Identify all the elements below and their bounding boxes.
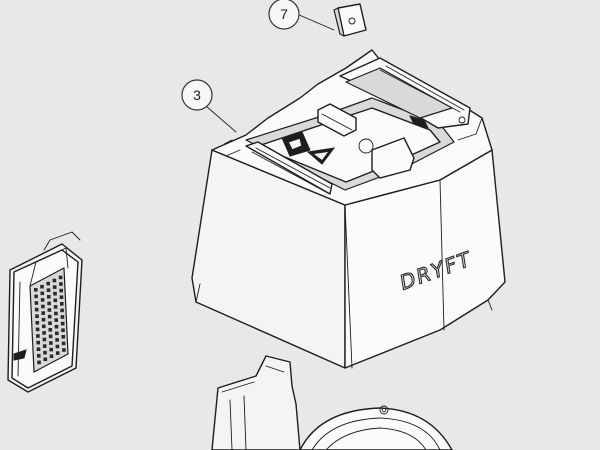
grille-hole (49, 347, 53, 352)
grille-hole (42, 331, 46, 335)
grille-hole (35, 314, 39, 318)
grille-hole (54, 324, 59, 329)
grille-hole (40, 291, 45, 296)
grille-hole (55, 351, 60, 355)
grille-hole (40, 284, 44, 289)
grille-hole (46, 281, 50, 286)
grille-hole (42, 337, 47, 342)
grille-hole (59, 295, 64, 299)
callout-7-label: 7 (280, 6, 288, 22)
grille-hole (35, 327, 40, 332)
grille-hole (36, 340, 40, 345)
filter-panel-part (7, 231, 83, 393)
grille-hole (48, 321, 52, 325)
grille-hole (34, 294, 38, 299)
part-7-clip (333, 3, 367, 37)
grille-hole (49, 354, 54, 358)
part-3-housing: DRYFT (191, 49, 506, 369)
grille-hole (62, 348, 66, 352)
grille-hole (55, 338, 59, 342)
grille-hole (37, 354, 41, 358)
grille-hole (34, 288, 38, 292)
grille-hole (35, 321, 40, 325)
grille-hole (42, 344, 47, 348)
callout-3: 3 (181, 79, 237, 133)
grille-hole (60, 321, 65, 326)
callout-7-circle (268, 0, 300, 30)
grille-hole (61, 335, 66, 339)
grille-hole (41, 317, 46, 322)
grille-hole (59, 288, 63, 293)
grille-hole (55, 331, 59, 336)
grille-hole (46, 288, 51, 292)
grille-hole (60, 302, 64, 306)
grille-hole (48, 334, 53, 339)
callout-7: 7 (268, 0, 335, 31)
grille-hole (34, 301, 39, 305)
grille-hole (42, 324, 46, 329)
grille-hole (43, 357, 48, 362)
grille-hole (60, 308, 64, 313)
grille-hole (54, 318, 58, 322)
grille-hole (47, 314, 52, 319)
grille-hole (53, 291, 57, 296)
grille-hole (49, 341, 53, 345)
grille-hole (61, 341, 66, 346)
grille-hole (34, 307, 39, 312)
grille-hole (55, 344, 60, 349)
grille-hole (40, 298, 45, 302)
grille-hole (41, 304, 45, 309)
grille-hole (47, 295, 51, 299)
grille-hole (37, 360, 41, 365)
grille-hole (53, 305, 58, 309)
fan-housing-part (211, 355, 453, 450)
grille-hole (43, 350, 47, 355)
grille-hole (36, 347, 41, 351)
grille-hole (47, 308, 52, 312)
grille-hole (48, 328, 53, 332)
grille-hole (60, 315, 65, 319)
grille-hole (59, 282, 63, 286)
grille-hole (36, 334, 40, 338)
grille-hole (54, 311, 58, 316)
grille-hole (52, 285, 57, 289)
grille-hole (61, 328, 65, 332)
callout-3-circle (181, 79, 213, 111)
callout-3-label: 3 (193, 87, 201, 103)
filter-grille (34, 275, 66, 365)
grille-hole (52, 278, 57, 283)
grille-hole (58, 275, 63, 280)
grille-hole (41, 311, 45, 315)
grille-hole (47, 301, 51, 306)
grille-hole (53, 298, 58, 303)
